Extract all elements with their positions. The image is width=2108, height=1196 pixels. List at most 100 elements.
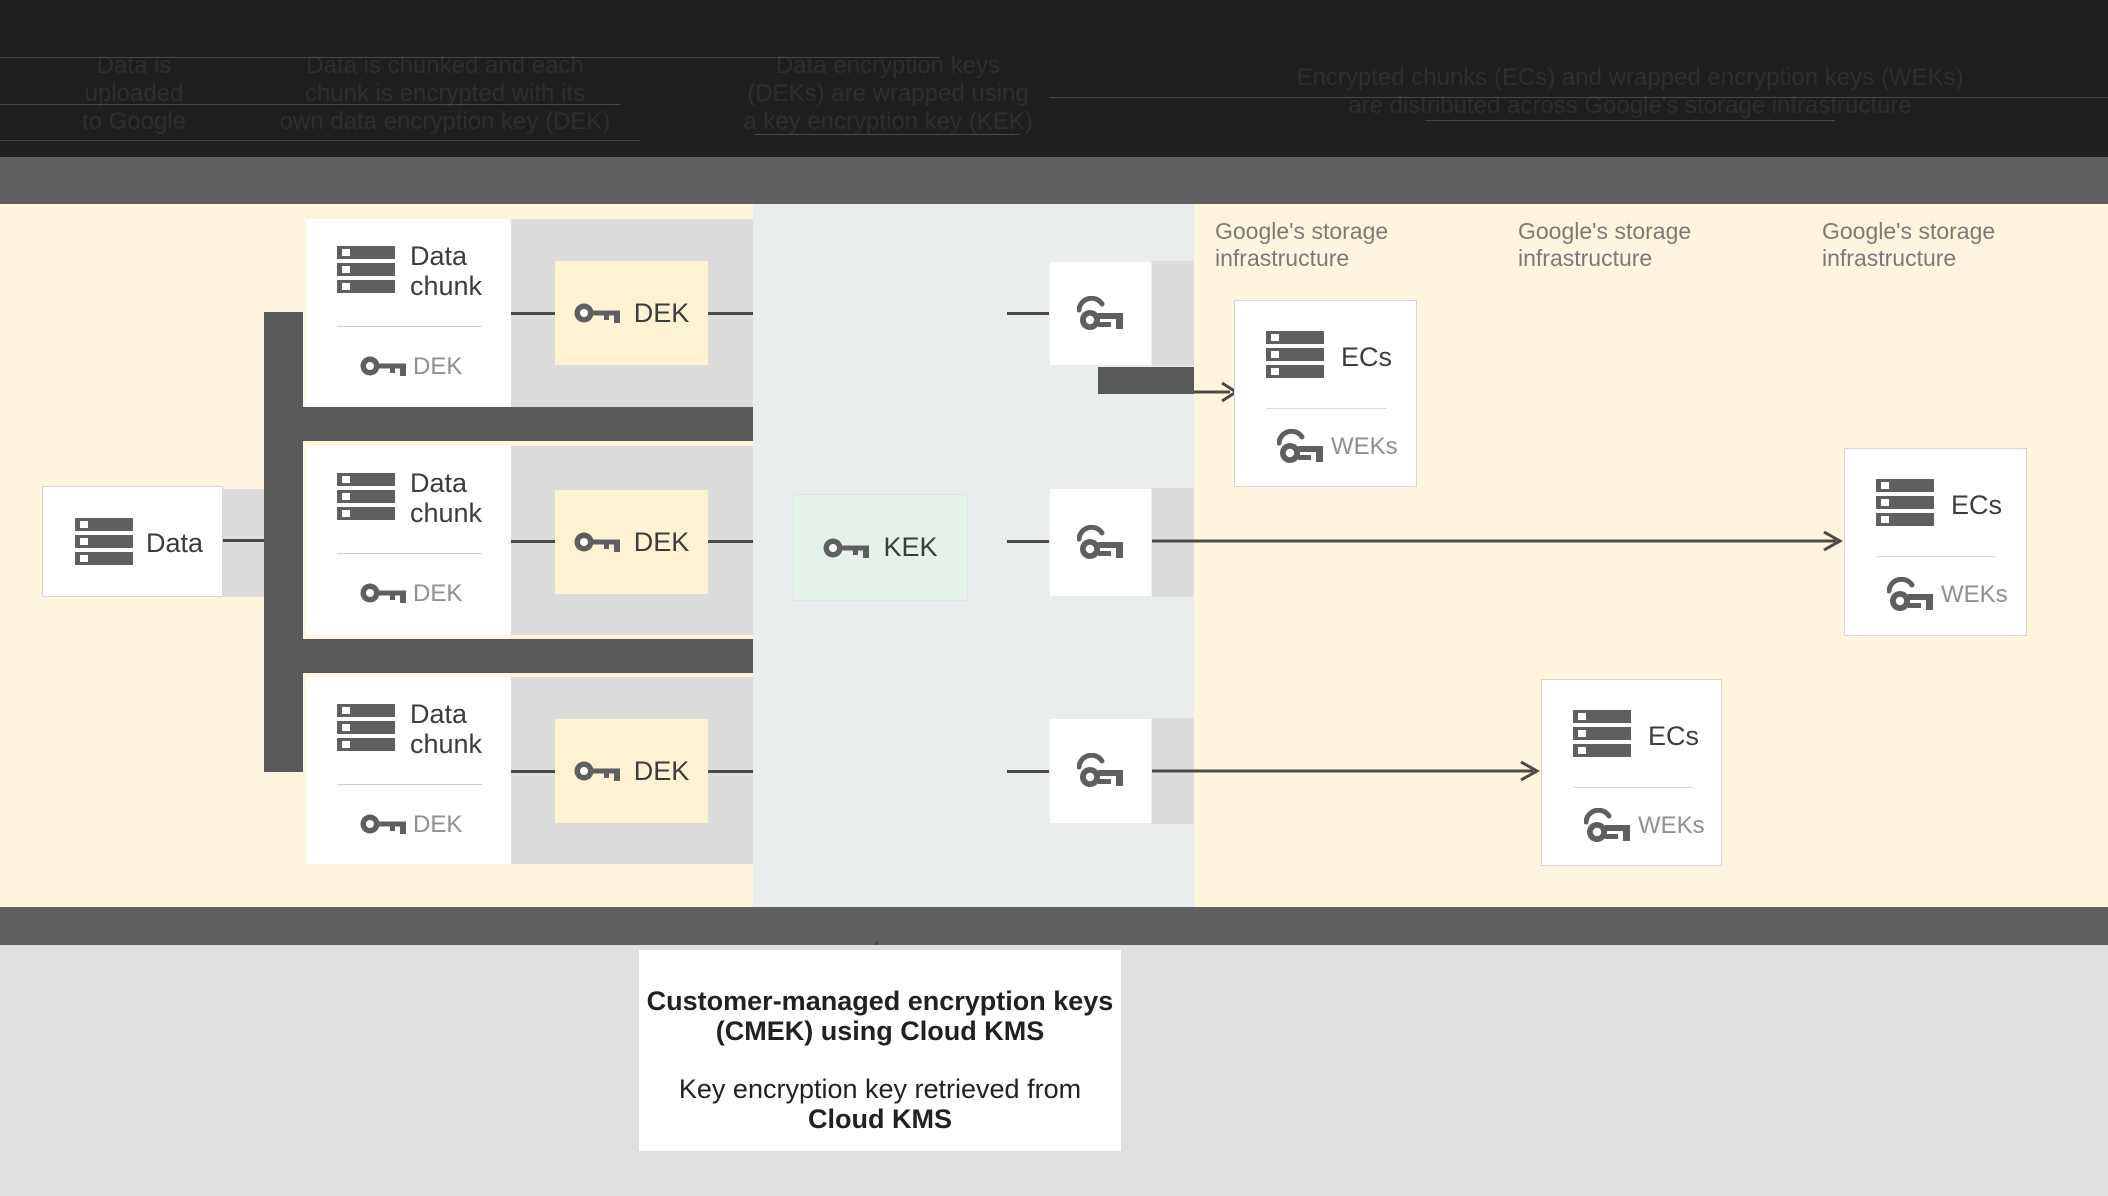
header-step-2: Data is chunked and each chunk is encryp… [275,52,615,136]
chunk-title: Data chunk [410,468,483,528]
ecs-title: ECs [1341,342,1393,372]
header-step-2-line: Data is chunked and each [306,52,584,79]
arrow-right-icon [1152,530,1844,552]
key-icon [574,532,620,552]
data-chunk-box-2: Data chunk DEK [306,446,511,635]
wrapped-key-box-3 [1049,718,1152,824]
header-artifact-line [1425,120,1835,121]
wrapped-key-icon [1277,429,1325,465]
stack-icon [1266,331,1324,378]
header-artifact-line [1050,97,2108,98]
header-step-3-line: (DEKs) are wrapped using [747,80,1029,107]
caption-title-line: Customer-managed encryption keys [646,986,1114,1016]
wrap-out-bar-1 [1098,367,1194,394]
separator-band-top [0,157,2108,204]
storage-infra-label-2: Google's storage infrastructure [1518,218,1691,272]
dek-box-2: DEK [555,490,708,594]
header-step-2-line: chunk is encrypted with its [304,80,586,107]
fanout-arm-2 [284,639,753,673]
wrapped-key-icon [1887,577,1935,613]
ecs-key-label: WEKs [1331,433,1398,460]
chunk-title: Data chunk [410,699,483,759]
dek-out-line-3 [708,770,753,773]
wrap-strip-1 [1152,261,1194,366]
stack-icon [75,518,133,565]
storage-infra-label-line: infrastructure [1822,245,1957,271]
header-step-4-line: are distributed across Google's storage … [1348,92,1912,119]
stack-icon [337,473,395,520]
chunk-divider [337,784,482,785]
header-step-3-line: a key encryption key (KEK) [743,108,1033,135]
data-box-label: Data [146,528,204,558]
key-icon [360,814,406,834]
chunk-to-dek-line-3 [511,770,555,773]
data-chunk-box-1: Data chunk DEK [306,219,511,407]
separator-band-bottom [0,907,2108,945]
ecs-divider [1266,408,1386,409]
dek-out-line-1 [708,312,753,315]
dek-label: DEK [633,297,690,328]
fanout-trunk [264,312,303,772]
key-icon [574,761,620,781]
ecs-key-label: WEKs [1638,812,1705,839]
storage-infra-label-line: Google's storage [1215,218,1389,244]
storage-infra-label-line: infrastructure [1215,245,1350,271]
wrap-in-line-1 [1007,312,1049,315]
chunk-to-dek-line-1 [511,312,555,315]
key-icon [823,538,870,558]
chunk-title: Data chunk [410,241,483,301]
chunk-key-label: DEK [413,580,463,607]
key-icon [360,356,406,376]
dek-label: DEK [633,755,690,786]
ecs-box-2: ECs WEKs [1844,448,2027,636]
header-artifact-line [755,134,1020,135]
chunk-key-label: DEK [413,353,463,380]
key-icon [574,303,620,323]
arrow-right-icon [1152,760,1541,782]
header-artifact-line [0,140,640,141]
caption-body-line: Cloud KMS [808,1104,952,1134]
kek-label: KEK [883,532,938,562]
wrapped-key-box-2 [1049,488,1152,597]
header-artifact-line [0,57,940,58]
header-step-1-line: to Google [81,108,187,135]
ecs-divider [1573,787,1693,788]
caption-body-line: Key encryption key retrieved from [678,1074,1082,1104]
dek-box-1: DEK [555,261,708,365]
storage-infra-label-line: infrastructure [1518,245,1653,271]
kek-box: KEK [793,494,968,601]
header-artifact-line [0,104,620,105]
wrap-in-line-2 [1007,540,1049,543]
caption-title-line: (CMEK) using Cloud KMS [715,1016,1045,1046]
storage-infra-label-line: Google's storage [1822,218,1996,244]
chunk-key-label: DEK [413,811,463,838]
dek-out-line-2 [708,540,753,543]
stack-icon [337,246,395,293]
header-step-4: Encrypted chunks (ECs) and wrapped encry… [1290,64,1970,120]
storage-infra-label-1: Google's storage infrastructure [1215,218,1388,272]
ecs-key-label: WEKs [1941,581,2008,608]
stack-icon [337,704,395,751]
ecs-title: ECs [1648,721,1700,751]
header-step-3-line: Data encryption keys [775,52,1001,79]
fanout-arm-1 [284,407,753,441]
wrapped-key-icon [1077,525,1125,561]
key-icon [360,583,406,603]
header-step-3: Data encryption keys (DEKs) are wrapped … [718,52,1058,136]
caption-box: Customer-managed encryption keys (CMEK) … [639,950,1121,1151]
header-step-1-line: uploaded [84,80,184,107]
wrapped-key-icon [1077,296,1125,332]
header-bar: Data is uploaded to Google Data is chunk… [0,0,2108,157]
dek-box-3: DEK [555,719,708,823]
ecs-box-1: ECs WEKs [1234,300,1417,487]
chunk-to-dek-line-2 [511,540,555,543]
wrapped-key-box-1 [1049,261,1152,366]
data-chunk-box-3: Data chunk DEK [306,677,511,864]
data-box: Data [42,486,223,597]
header-step-1: Data is uploaded to Google [34,52,234,136]
chunk-divider [337,553,482,554]
footer-area: Customer-managed encryption keys (CMEK) … [0,945,2108,1196]
header-step-1-line: Data is [96,52,172,79]
stack-icon [1876,479,1934,526]
